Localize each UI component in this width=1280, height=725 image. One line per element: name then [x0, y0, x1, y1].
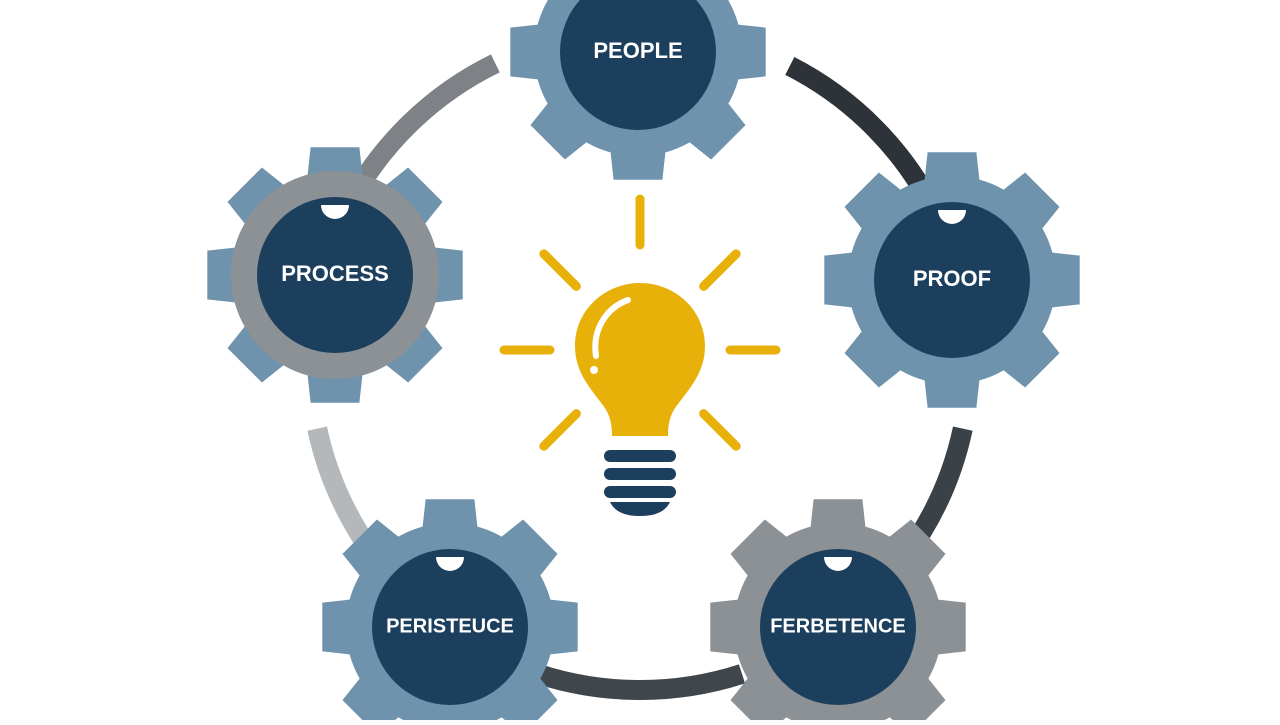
gear-notch: [436, 557, 464, 571]
bulb-highlight-dot: [590, 366, 598, 374]
gear-hub: [760, 549, 916, 705]
gear-label-ferbetence: FERBETENCE: [770, 615, 906, 637]
gear-group: PEOPLE PROOF FERBETENCE PERISTEUCE PROCESS: [207, 0, 1080, 725]
bulb-highlight: [592, 297, 631, 359]
light-rays: [499, 194, 781, 451]
gear-process: PROCESS: [207, 147, 463, 403]
gear-label-process: PROCESS: [281, 261, 389, 286]
gear-people: PEOPLE: [510, 0, 766, 180]
connector-ferbetence-to-peristeuce: [534, 664, 746, 700]
light-ray: [699, 409, 741, 451]
bulb-base: [604, 450, 676, 516]
gear-peristeuce: PERISTEUCE: [322, 499, 578, 725]
light-ray: [539, 409, 581, 451]
gear-proof: PROOF: [824, 152, 1080, 408]
gear-notch: [321, 205, 349, 219]
light-ray: [699, 249, 741, 291]
gear-hub: [372, 549, 528, 705]
gear-label-peristeuce: PERISTEUCE: [386, 615, 514, 637]
gear-hub: [257, 197, 413, 353]
gear-label-people: PEOPLE: [593, 38, 682, 63]
gear-notch: [938, 210, 966, 224]
gear-hub: [560, 0, 716, 130]
gear-notch: [824, 557, 852, 571]
gear-hub: [874, 202, 1030, 358]
gear-ferbetence: FERBETENCE: [710, 499, 966, 725]
lightbulb-icon: [499, 194, 781, 516]
gear-label-proof: PROOF: [913, 266, 991, 291]
light-ray: [539, 249, 581, 291]
bulb-glass: [575, 283, 705, 436]
